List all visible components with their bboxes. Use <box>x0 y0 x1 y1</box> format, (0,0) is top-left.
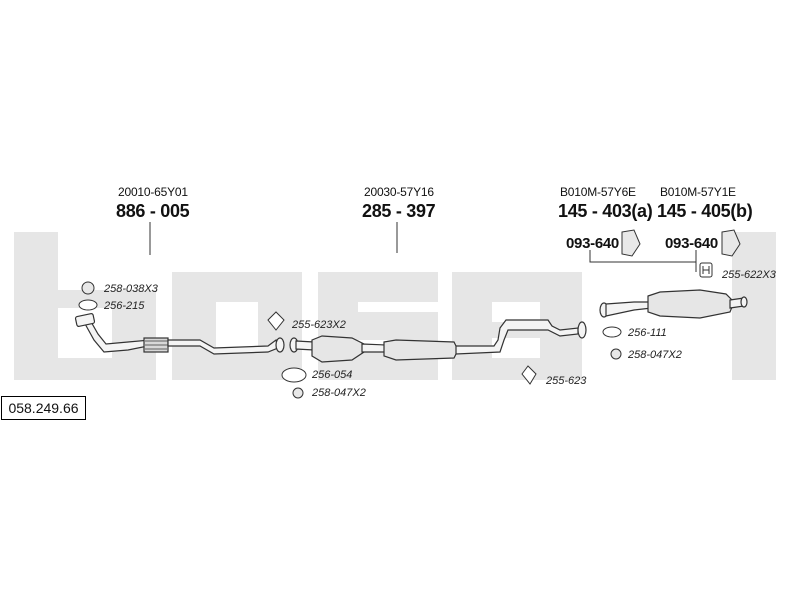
mounting-kit-icon <box>721 229 741 257</box>
rear-silencer-a-oe-code: B010M-57Y6E <box>560 185 636 199</box>
rear-silencer-a-part-number[interactable]: 145 - 403(a) <box>558 201 653 221</box>
hanger-front-label[interactable]: 255-623X2 <box>292 319 346 331</box>
rear-silencer-b-part-number[interactable]: 145 - 405(b) <box>657 201 753 221</box>
front-clamp-icon <box>81 281 95 295</box>
flange-gasket-label[interactable]: 256-054 <box>312 369 353 381</box>
rear-gasket-label[interactable]: 256-111 <box>628 327 667 339</box>
hanger-mid-icon <box>521 365 537 385</box>
front-pipe-oe-code: 20010-65Y01 <box>118 185 188 199</box>
hanger-mid-label[interactable]: 255-623 <box>546 375 587 387</box>
mounting-kit-icon <box>621 229 641 257</box>
flange-nut-label[interactable]: 258-047X2 <box>312 387 366 399</box>
mounting-kit-b-part-number[interactable]: 093-640 <box>665 235 718 252</box>
front-clamp-label[interactable]: 258-038X3 <box>104 283 158 295</box>
front-gasket-icon <box>78 299 98 311</box>
front-pipe-drawing <box>74 313 285 355</box>
mounting-kit-connector <box>589 250 697 263</box>
rear-gasket-icon <box>602 326 622 338</box>
center-pipe-drawing <box>289 319 587 363</box>
front-pipe-part-number[interactable]: 886 - 005 <box>116 201 190 221</box>
center-pipe-part-number[interactable]: 285 - 397 <box>362 201 436 221</box>
rear-silencer-drawing <box>599 289 748 319</box>
rear-silencer-b-oe-code: B010M-57Y1E <box>660 185 736 199</box>
center-pipe-oe-code: 20030-57Y16 <box>364 185 434 199</box>
diagram-reference-number: 058.249.66 <box>1 396 86 420</box>
mounting-kit-a-part-number[interactable]: 093-640 <box>566 235 619 252</box>
rear-nut-label[interactable]: 258-047X2 <box>628 349 682 361</box>
flange-nut-icon <box>292 387 304 399</box>
rear-hanger-label[interactable]: 255-622X3 <box>722 269 776 281</box>
front-gasket-label[interactable]: 256-215 <box>104 300 145 312</box>
rear-nut-icon <box>610 348 622 360</box>
flange-gasket-icon <box>281 367 307 383</box>
hanger-front-icon <box>267 311 285 331</box>
